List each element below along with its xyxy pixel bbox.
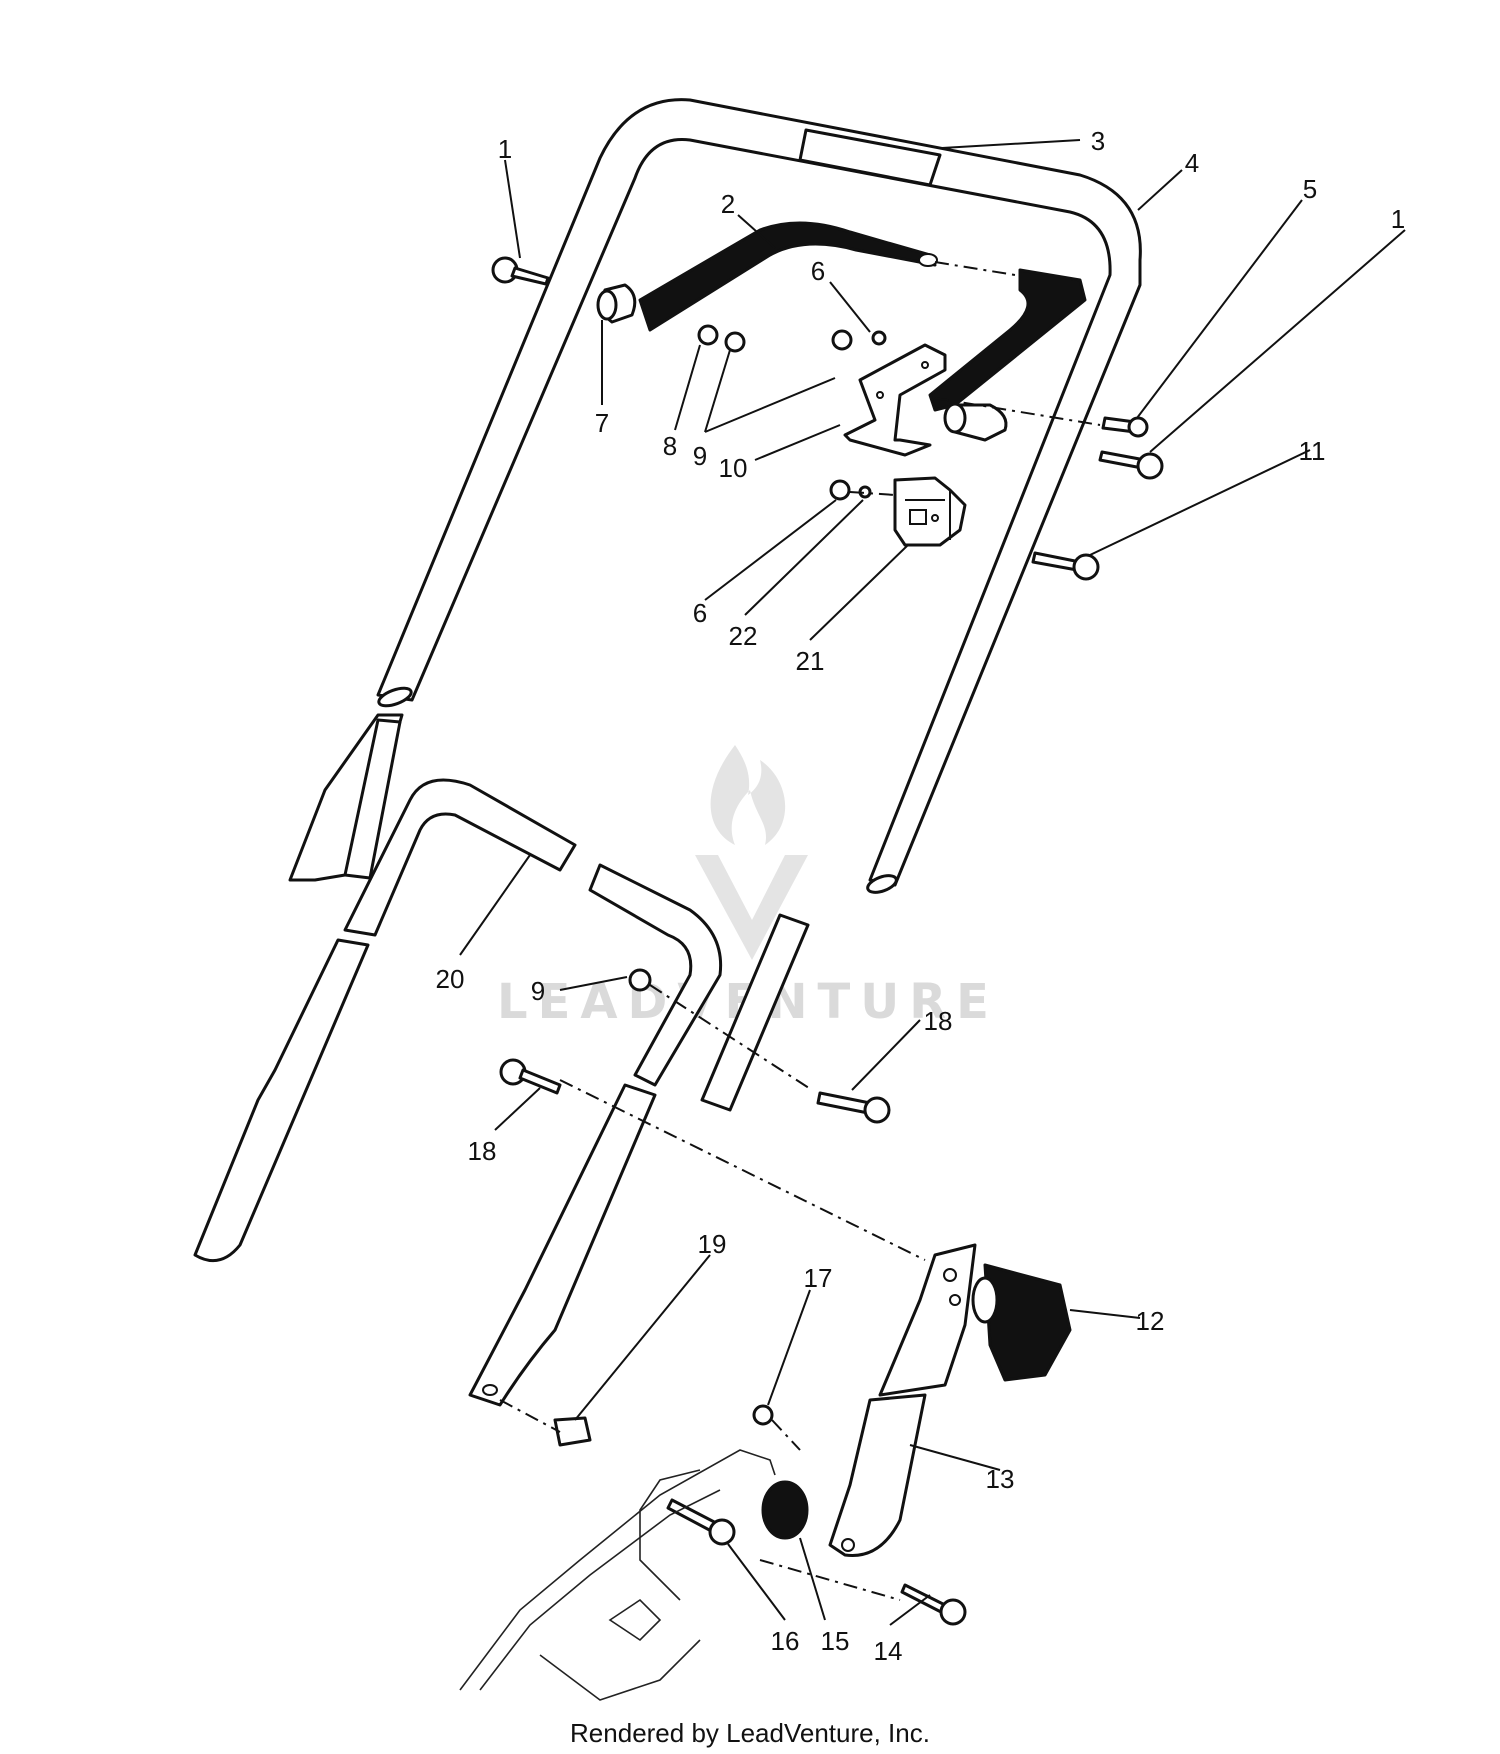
callout-1: 1 <box>498 134 512 164</box>
left-tubes <box>193 713 404 1263</box>
knob-part-12 <box>983 1263 1072 1382</box>
callout-20: 20 <box>436 964 465 994</box>
callout-22: 22 <box>729 621 758 651</box>
bolt-part-5 <box>1101 416 1149 438</box>
bolt-part-16 <box>666 1498 736 1546</box>
hardware-small <box>553 324 887 1447</box>
mower-deck-outline <box>459 1449 776 1701</box>
nut-part-6b <box>829 479 851 501</box>
callout-16: 16 <box>771 1626 800 1656</box>
bolt-part-18b <box>499 1058 562 1095</box>
callout-6: 6 <box>693 598 707 628</box>
callout-19: 19 <box>698 1229 727 1259</box>
v-logo-icon <box>695 855 808 960</box>
nut-part-9a <box>724 331 746 353</box>
nut-part-6a <box>871 330 887 346</box>
render-credit: Rendered by LeadVenture, Inc. <box>570 1718 930 1748</box>
bolts <box>491 256 1164 1626</box>
bail-bar-part-2 <box>638 221 1087 412</box>
callout-labels: 1 1 2 3 4 5 6 6 7 8 9 9 10 11 12 13 14 1… <box>436 126 1406 1666</box>
lower-bend-part-20 <box>343 778 723 1087</box>
lower-handle <box>468 1083 657 1407</box>
control-block-part-21 <box>893 476 967 547</box>
nut-part-9c <box>628 968 652 992</box>
callout-15: 15 <box>821 1626 850 1656</box>
leader-lines <box>459 139 1406 1626</box>
bracket-upper <box>878 1243 977 1397</box>
right-lower-tube <box>700 913 810 1112</box>
assembly-lines <box>499 261 1101 1601</box>
bracket-part-10 <box>843 343 947 457</box>
height-adjust-bracket <box>828 1243 1072 1558</box>
bracket-part-13 <box>828 1393 927 1558</box>
bolt-part-18a <box>816 1091 891 1124</box>
callout-9: 9 <box>693 441 707 471</box>
callout-18: 18 <box>468 1136 497 1166</box>
callout-7: 7 <box>595 408 609 438</box>
callout-10: 10 <box>719 453 748 483</box>
callout-9: 9 <box>531 976 545 1006</box>
nut-part-8 <box>697 324 719 346</box>
callout-14: 14 <box>874 1636 903 1666</box>
callout-21: 21 <box>796 646 825 676</box>
callout-6: 6 <box>811 256 825 286</box>
callout-17: 17 <box>804 1263 833 1293</box>
bolt-part-14 <box>900 1583 967 1626</box>
callout-4: 4 <box>1185 148 1199 178</box>
callout-11: 11 <box>1299 436 1326 466</box>
callout-8: 8 <box>663 431 677 461</box>
callout-5: 5 <box>1303 174 1317 204</box>
callout-3: 3 <box>1091 126 1105 156</box>
washer-part-15 <box>761 1480 809 1540</box>
bolt-part-11 <box>1031 551 1100 581</box>
callout-1: 1 <box>1391 204 1405 234</box>
callout-12: 12 <box>1136 1306 1165 1336</box>
pivot-bushing-part-7 <box>596 283 1008 442</box>
upper-handle-part-4 <box>376 98 1142 894</box>
flame-logo-icon <box>710 745 786 845</box>
bolt-part-1a <box>491 256 550 286</box>
nut-part-17 <box>752 1404 774 1426</box>
nut-part-9b <box>831 329 853 351</box>
callout-2: 2 <box>721 189 735 219</box>
callout-18: 18 <box>924 1006 953 1036</box>
callout-13: 13 <box>986 1464 1015 1494</box>
bolt-part-1b <box>1098 450 1164 480</box>
